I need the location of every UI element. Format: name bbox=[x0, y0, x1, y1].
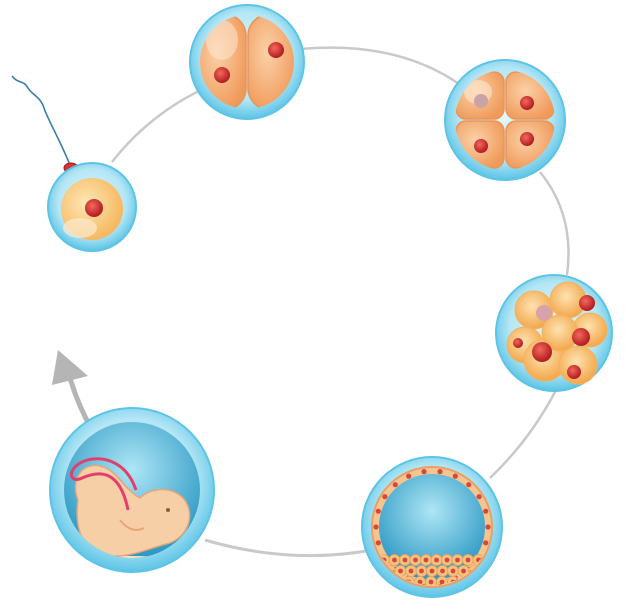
cycle-path bbox=[539, 171, 570, 276]
nucleus bbox=[268, 42, 284, 58]
trophoblast-nucleus bbox=[437, 469, 443, 475]
trophoblast-nucleus bbox=[375, 540, 381, 546]
inner-mass-nucleus bbox=[455, 557, 460, 563]
two-cell-stage bbox=[189, 4, 305, 120]
trophoblast-nucleus bbox=[485, 524, 491, 530]
fetus-stage bbox=[49, 407, 215, 573]
nucleus bbox=[214, 67, 230, 83]
inner-mass-nucleus bbox=[450, 568, 456, 574]
inner-mass-nucleus bbox=[439, 579, 445, 585]
inner-mass-nucleus bbox=[392, 557, 397, 563]
inner-mass-nucleus bbox=[419, 568, 424, 574]
inner-mass-nucleus bbox=[444, 557, 450, 563]
trophoblast-nucleus bbox=[406, 473, 412, 479]
umbilical-cord-icon bbox=[70, 457, 138, 511]
nucleus bbox=[532, 342, 552, 362]
cycle-path bbox=[204, 538, 373, 558]
nucleus bbox=[572, 328, 590, 346]
trophoblast-nucleus bbox=[392, 482, 398, 488]
nucleus bbox=[474, 94, 488, 108]
fertilization-stage bbox=[11, 75, 137, 252]
nucleus bbox=[536, 305, 552, 321]
inner-mass-nucleus bbox=[423, 557, 429, 563]
trophoblast-nucleus bbox=[375, 508, 381, 514]
inner-mass-nucleus bbox=[429, 568, 435, 574]
trophoblast-nucleus bbox=[452, 473, 458, 479]
egg-nucleus bbox=[85, 199, 103, 217]
trophoblast-nucleus bbox=[373, 524, 379, 530]
nucleus bbox=[513, 338, 523, 348]
cycle-arrowhead-icon bbox=[52, 350, 88, 385]
cycle-path bbox=[489, 389, 558, 479]
sperm-tail-icon bbox=[11, 75, 71, 166]
nucleus bbox=[520, 132, 534, 146]
morula-cell bbox=[558, 345, 598, 385]
inner-mass-nucleus bbox=[413, 557, 418, 563]
inner-mass-nucleus bbox=[402, 557, 408, 563]
blastomere-right bbox=[247, 15, 294, 109]
blastocoel-cavity bbox=[379, 474, 485, 580]
inner-mass-nucleus bbox=[428, 579, 434, 585]
inner-mass-nucleus bbox=[398, 568, 403, 574]
morula-stage bbox=[495, 274, 613, 392]
blastocyst-stage bbox=[361, 456, 503, 598]
nucleus bbox=[567, 365, 581, 379]
inner-mass-nucleus bbox=[417, 579, 423, 585]
inner-mass-nucleus bbox=[465, 557, 471, 563]
fetus-limb bbox=[119, 519, 145, 531]
trophoblast-nucleus bbox=[483, 540, 489, 546]
fetus-eye bbox=[166, 508, 170, 512]
egg-highlight bbox=[63, 218, 97, 238]
nucleus bbox=[474, 139, 488, 153]
inner-mass-nucleus bbox=[408, 568, 414, 574]
trophoblast-nucleus bbox=[382, 494, 388, 500]
trophoblast-nucleus bbox=[483, 508, 489, 514]
trophoblast-nucleus bbox=[421, 469, 427, 475]
inner-mass-nucleus bbox=[461, 568, 466, 574]
four-cell-membrane bbox=[444, 59, 566, 181]
nucleus bbox=[520, 96, 534, 110]
four-cell-stage bbox=[444, 59, 566, 181]
inner-mass-nucleus bbox=[434, 557, 439, 563]
nucleus bbox=[579, 295, 595, 311]
trophoblast-nucleus bbox=[466, 482, 472, 488]
trophoblast-nucleus bbox=[476, 494, 482, 500]
cell-highlight bbox=[206, 20, 238, 60]
cycle-path bbox=[289, 46, 463, 88]
inner-mass-nucleus bbox=[440, 568, 445, 574]
